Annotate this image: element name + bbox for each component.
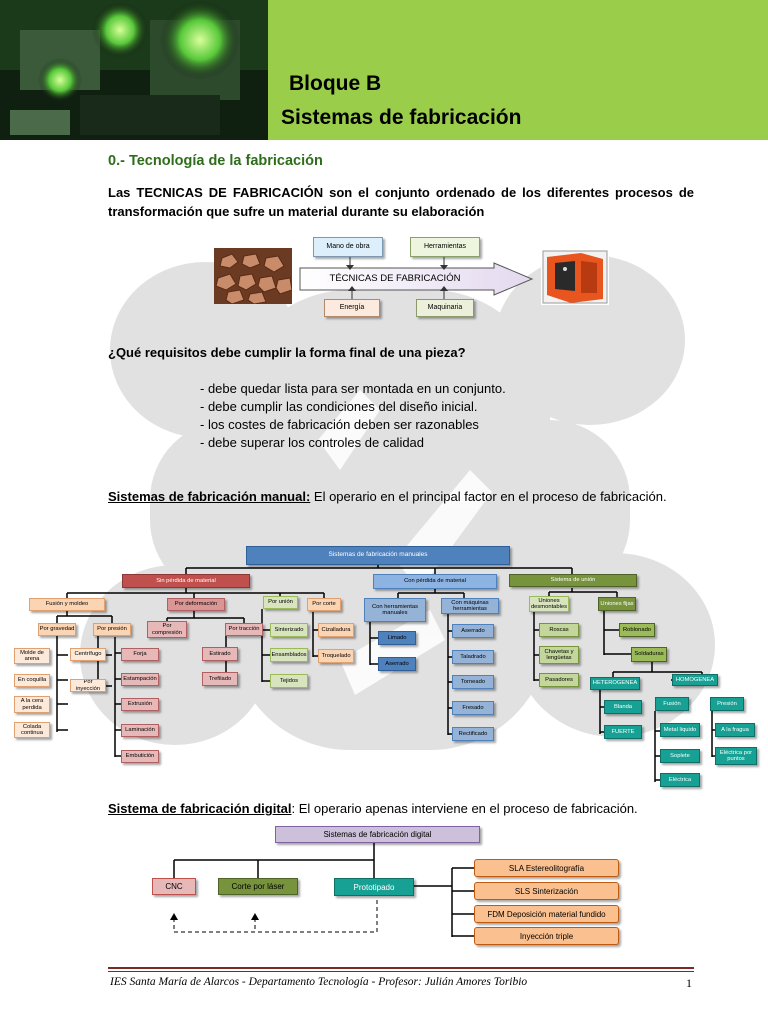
forja-box: Forja	[121, 648, 159, 661]
roscas-box: Roscas	[539, 623, 579, 637]
presion-box: Presión	[710, 697, 744, 711]
nuts-image	[214, 248, 292, 304]
con-maquinas-box: Con máquinas herramientas	[441, 598, 499, 614]
herramientas-box: Herramientas	[410, 237, 480, 257]
sla-box: SLA Estereolitografía	[474, 859, 619, 877]
sinterizado-box: Sinterizado	[270, 623, 308, 637]
digital-label: Sistema de fabricación digital	[108, 801, 292, 816]
troquelado-box: Troquelado	[318, 649, 354, 663]
digital-root-box: Sistemas de fabricación digital	[275, 826, 480, 843]
tecnicas-center-label: TÉCNICAS DE FABRICACIÓN	[329, 273, 461, 284]
limado-box: Limado	[378, 631, 416, 645]
por-presion-box: Por presión	[93, 623, 131, 636]
sin-perdida-box: Sin pérdida de material	[122, 574, 250, 588]
uniones-desmontables-box: Uniones desmontables	[529, 596, 569, 612]
prototipado-box: Prototipado	[334, 878, 414, 896]
header-photo	[0, 0, 268, 140]
requirement-item: - debe cumplir las condiciones del diseñ…	[200, 399, 478, 414]
heterogenea-box: HETEROGENEA	[590, 677, 640, 690]
footer-text: IES Santa María de Alarcos - Departament…	[110, 976, 528, 988]
embuticion-box: Embutición	[121, 750, 159, 763]
extrusion-box: Extrusión	[121, 698, 159, 711]
aserrado-maq-box: Aserrado	[452, 624, 494, 638]
por-gravedad-box: Por gravedad	[38, 623, 76, 636]
por-traccion-box: Por tracción	[225, 623, 263, 636]
manual-paragraph: Sistemas de fabricación manual: El opera…	[108, 487, 694, 506]
blanda-box: Blanda	[604, 700, 642, 714]
estampacion-box: Estampación	[121, 673, 159, 686]
por-union-box: Por unión	[263, 596, 298, 609]
electrica-box: Eléctrica	[660, 773, 700, 787]
homogenea-box: HOMOGENEA	[672, 674, 718, 686]
cizalladura-box: Cizalladura	[318, 623, 354, 637]
maquinaria-box: Maquinaria	[416, 299, 474, 317]
intro-rest: son el conjunto ordenado de los diferent…	[108, 185, 694, 219]
inyeccion-box: Inyección triple	[474, 927, 619, 945]
por-deformacion-box: Por deformación	[167, 598, 225, 611]
requirement-item: - los costes de fabricación deben ser ra…	[200, 417, 479, 432]
sistema-union-box: Sistema de unión	[509, 574, 637, 587]
cera-perdida-box: A la cera perdida	[14, 696, 50, 713]
estirado-box: Estirado	[202, 647, 238, 661]
page-number: 1	[686, 976, 692, 990]
fuerte-box: FUERTE	[604, 725, 642, 739]
chavetas-box: Chavetas y lengüetas	[539, 646, 579, 664]
fresado-box: Fresado	[452, 701, 494, 715]
intro-paragraph: Las TECNICAS DE FABRICACIÓN son el conju…	[108, 183, 694, 221]
manual-label: Sistemas de fabricación manual:	[108, 489, 311, 504]
requirement-item: - debe quedar lista para ser montada en …	[200, 381, 506, 396]
manual-root-box: Sistemas de fabricación manuales	[246, 546, 510, 565]
fusion-moldeo-box: Fusión y moldeo	[29, 598, 105, 611]
rectificado-box: Rectificado	[452, 727, 494, 741]
footer-rule	[108, 967, 694, 969]
por-inyeccion-box: Por inyección	[70, 679, 106, 692]
page-title: Sistemas de fabricación	[281, 106, 522, 129]
soplete-box: Soplete	[660, 749, 700, 763]
sls-box: SLS Sinterización	[474, 882, 619, 900]
tecnicas-connectors	[346, 257, 448, 299]
con-perdida-box: Con pérdida de material	[373, 574, 497, 589]
por-corte-box: Por corte	[307, 598, 341, 611]
piece-image	[541, 249, 609, 305]
fusion-box: Fusión	[655, 697, 689, 711]
bloque-title: Bloque B	[289, 72, 382, 95]
digital-paragraph: Sistema de fabricación digital: El opera…	[108, 801, 638, 816]
pasadores-box: Pasadores	[539, 673, 579, 687]
header-band	[268, 0, 768, 140]
digital-tree-connectors	[170, 843, 474, 937]
trefilado-box: Trefilado	[202, 672, 238, 686]
metal-liquido-box: Metal liquido	[660, 723, 700, 737]
roblonado-box: Roblonado	[619, 623, 655, 637]
requirement-item: - debe superar los controles de calidad	[200, 435, 425, 450]
laminacion-box: Laminación	[121, 724, 159, 737]
section-heading: 0.- Tecnología de la fabricación	[108, 153, 323, 169]
centrifugo-box: Centrífugo	[70, 648, 106, 661]
tejidos-box: Tejidos	[270, 674, 308, 688]
taladrado-box: Taladrado	[452, 650, 494, 664]
torneado-box: Torneado	[452, 675, 494, 689]
colada-continua-box: Colada continua	[14, 722, 50, 738]
molde-arena-box: Molde de arena	[14, 648, 50, 664]
intro-bold-lead: Las TECNICAS DE FABRICACIÓN	[108, 185, 324, 200]
machinery-image	[0, 0, 268, 140]
por-compresion-box: Por compresión	[147, 621, 187, 638]
a-la-fragua-box: A la fragua	[715, 723, 755, 737]
electrica-puntos-box: Eléctrica por puntos	[715, 747, 757, 765]
con-herramientas-box: Con herramientas manuales	[364, 598, 426, 622]
footer-rule-thin	[108, 971, 694, 972]
corte-laser-box: Corte por láser	[218, 878, 298, 895]
mano-de-obra-box: Mano de obra	[313, 237, 383, 257]
soldaduras-box: Soldaduras	[631, 647, 667, 662]
manual-text: El operario en el principal factor en el…	[310, 489, 667, 504]
en-coquilla-box: En coquilla	[14, 674, 50, 687]
fdm-box: FDM Deposición material fundido	[474, 905, 619, 923]
aserrado-manual-box: Aserrado	[378, 657, 416, 671]
requirements-question: ¿Qué requisitos debe cumplir la forma fi…	[108, 345, 466, 360]
energia-box: Energía	[324, 299, 380, 317]
tecnicas-arrow	[299, 262, 534, 296]
uniones-fijas-box: Uniones fijas	[598, 597, 636, 611]
digital-text: : El operario apenas interviene en el pr…	[291, 801, 638, 816]
cnc-box: CNC	[152, 878, 196, 895]
ensamblados-box: Ensamblados	[270, 648, 308, 662]
